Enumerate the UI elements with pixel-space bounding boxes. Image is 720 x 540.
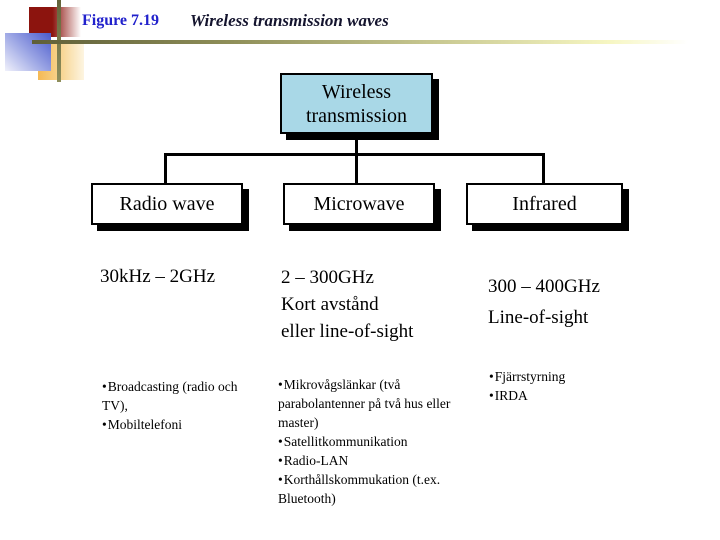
bullet-text: Satellitkommunikation [283,434,408,449]
bullet-marker: • [489,388,494,403]
bullet-item: •Fjärrstyrning [489,367,639,386]
bullet-item: •IRDA [489,386,639,405]
bullet-marker: • [278,453,283,468]
list-microwave: •Mikrovågslänkar (två parabolantenner på… [278,375,462,508]
bullet-item: •Mobiltelefoni [102,415,250,434]
node-wireless-transmission: Wireless transmission [280,73,433,134]
heading-line: Line-of-sight [488,307,589,328]
title-divider-rule [32,40,688,44]
bullet-marker: • [489,369,494,384]
list-radio-wave: •Broadcasting (radio och TV), •Mobiltele… [102,377,250,434]
bullet-marker: • [278,434,283,449]
node-label: Microwave [313,192,405,215]
connector-horizontal [164,153,545,156]
heading-line: Kort avstånd [281,294,379,315]
heading-line: eller line-of-sight [281,321,414,342]
ornament-red-square [29,7,81,37]
bullet-marker: • [278,377,283,392]
bullet-marker: • [278,472,283,487]
node-label-line: transmission [305,104,408,127]
ornament-blue-square [5,33,51,71]
bullet-text: Mobiltelefoni [107,417,182,432]
slide-title: Wireless transmission waves [190,11,389,30]
bullet-marker: • [102,417,107,432]
connector-left-drop [164,153,167,184]
node-label-line: Wireless [321,80,392,103]
bullet-item: •Satellitkommunikation [278,432,462,451]
node-infrared: Infrared [466,183,623,225]
bullet-text: IRDA [494,388,528,403]
bullet-text: Korthållskommukation (t.ex. Bluetooth) [278,472,441,506]
list-infrared: •Fjärrstyrning •IRDA [489,367,639,405]
node-label: Infrared [512,192,577,215]
bullet-item: •Radio-LAN [278,451,462,470]
node-label: Radio wave [119,192,215,215]
heading-radio-wave: 30kHz – 2GHz [100,264,215,290]
node-radio-wave: Radio wave [91,183,243,225]
node-microwave: Microwave [283,183,435,225]
bullet-text: Broadcasting (radio och TV), [102,379,238,413]
bullet-text: Fjärrstyrning [494,369,566,384]
heading-microwave: 2 – 300GHz Kort avstånd eller line-of-si… [281,264,413,345]
heading-line: 300 – 400GHz [488,276,600,297]
bullet-text: Mikrovågslänkar (två parabolantenner på … [278,377,451,430]
connector-root-drop [355,134,358,183]
bullet-item: •Mikrovågslänkar (två parabolantenner på… [278,375,462,432]
bullet-item: •Broadcasting (radio och TV), [102,377,250,415]
heading-line: 2 – 300GHz [281,267,374,288]
bullet-marker: • [102,379,107,394]
connector-right-drop [542,153,545,184]
bullet-item: •Korthållskommukation (t.ex. Bluetooth) [278,470,462,508]
heading-infrared: 300 – 400GHz Line-of-sight [488,271,600,333]
figure-label: Figure 7.19 [82,12,160,29]
bullet-text: Radio-LAN [283,453,349,468]
heading-line: 30kHz – 2GHz [100,266,216,287]
